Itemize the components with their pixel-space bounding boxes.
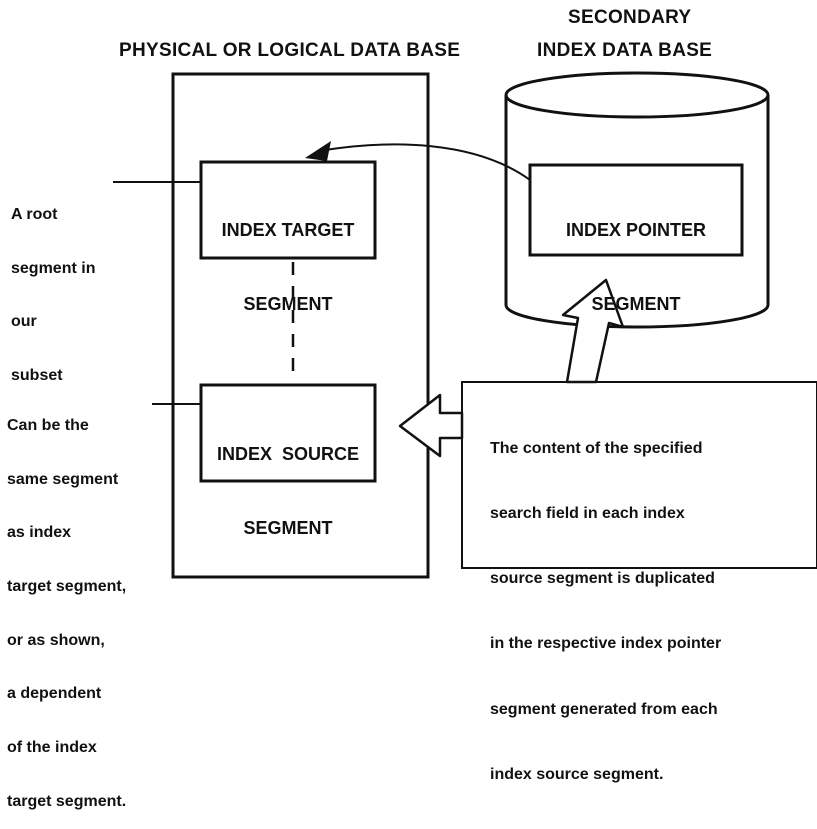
note-line: source segment is duplicated <box>490 570 715 587</box>
physical-database-frame <box>171 72 430 579</box>
physical-database-header: PHYSICAL OR LOGICAL DATA BASE <box>119 40 461 61</box>
note-line: index source segment. <box>490 765 664 783</box>
note-box <box>461 381 817 569</box>
index-source-segment-label: INDEX SOURCE SEGMENT <box>201 402 375 561</box>
root-segment-note: A root segment in our subset <box>11 170 95 403</box>
index-pointer-line2: SEGMENT <box>591 294 681 315</box>
note-line: search field in each index <box>490 504 685 522</box>
root-note-line: subset <box>11 366 63 384</box>
source-to-pointer-block-arrow <box>561 278 625 384</box>
note-line: segment generated from each <box>490 700 718 718</box>
source-note-line: same segment <box>7 470 119 488</box>
note-line: The content of the specified <box>490 439 703 457</box>
index-pointer-segment-label: INDEX POINTER SEGMENT <box>530 178 742 337</box>
source-segment-note: Can be the same segment as index target … <box>7 381 126 829</box>
secondary-database-header-line2: INDEX DATA BASE <box>537 40 713 61</box>
note-line: in the respective index pointer <box>490 635 722 653</box>
index-target-segment-label: INDEX TARGET SEGMENT <box>201 178 375 337</box>
root-note-line: our <box>11 313 37 331</box>
secondary-database-header-line1: SECONDARY <box>568 7 692 28</box>
index-source-line1: INDEX SOURCE <box>216 444 360 465</box>
index-target-segment-box <box>199 160 377 260</box>
source-note-line: Can be the <box>7 416 89 434</box>
pointer-to-target-arrowhead <box>305 141 331 161</box>
source-note-line: as index <box>7 524 72 542</box>
root-note-line: A root <box>11 205 58 223</box>
index-source-line2: SEGMENT <box>243 518 333 539</box>
root-note-line: segment in <box>11 259 96 277</box>
index-target-line2: SEGMENT <box>243 294 333 315</box>
index-target-line1: INDEX TARGET <box>221 220 355 241</box>
pointer-to-target-arrow <box>324 143 531 181</box>
source-note-line: or as shown, <box>7 631 105 649</box>
source-note-line: target segment, <box>7 577 127 595</box>
index-pointer-segment-box <box>528 163 744 257</box>
source-note-line: of the index <box>7 739 97 757</box>
duplication-note-text: The content of the specified search fiel… <box>490 394 721 807</box>
source-note-line: a dependent <box>7 685 102 703</box>
note-to-source-block-arrow <box>398 393 464 458</box>
index-source-segment-box <box>199 383 377 483</box>
diagram-canvas <box>113 71 817 579</box>
source-note-line: target segment. <box>7 792 127 810</box>
index-pointer-line1: INDEX POINTER <box>565 220 707 241</box>
